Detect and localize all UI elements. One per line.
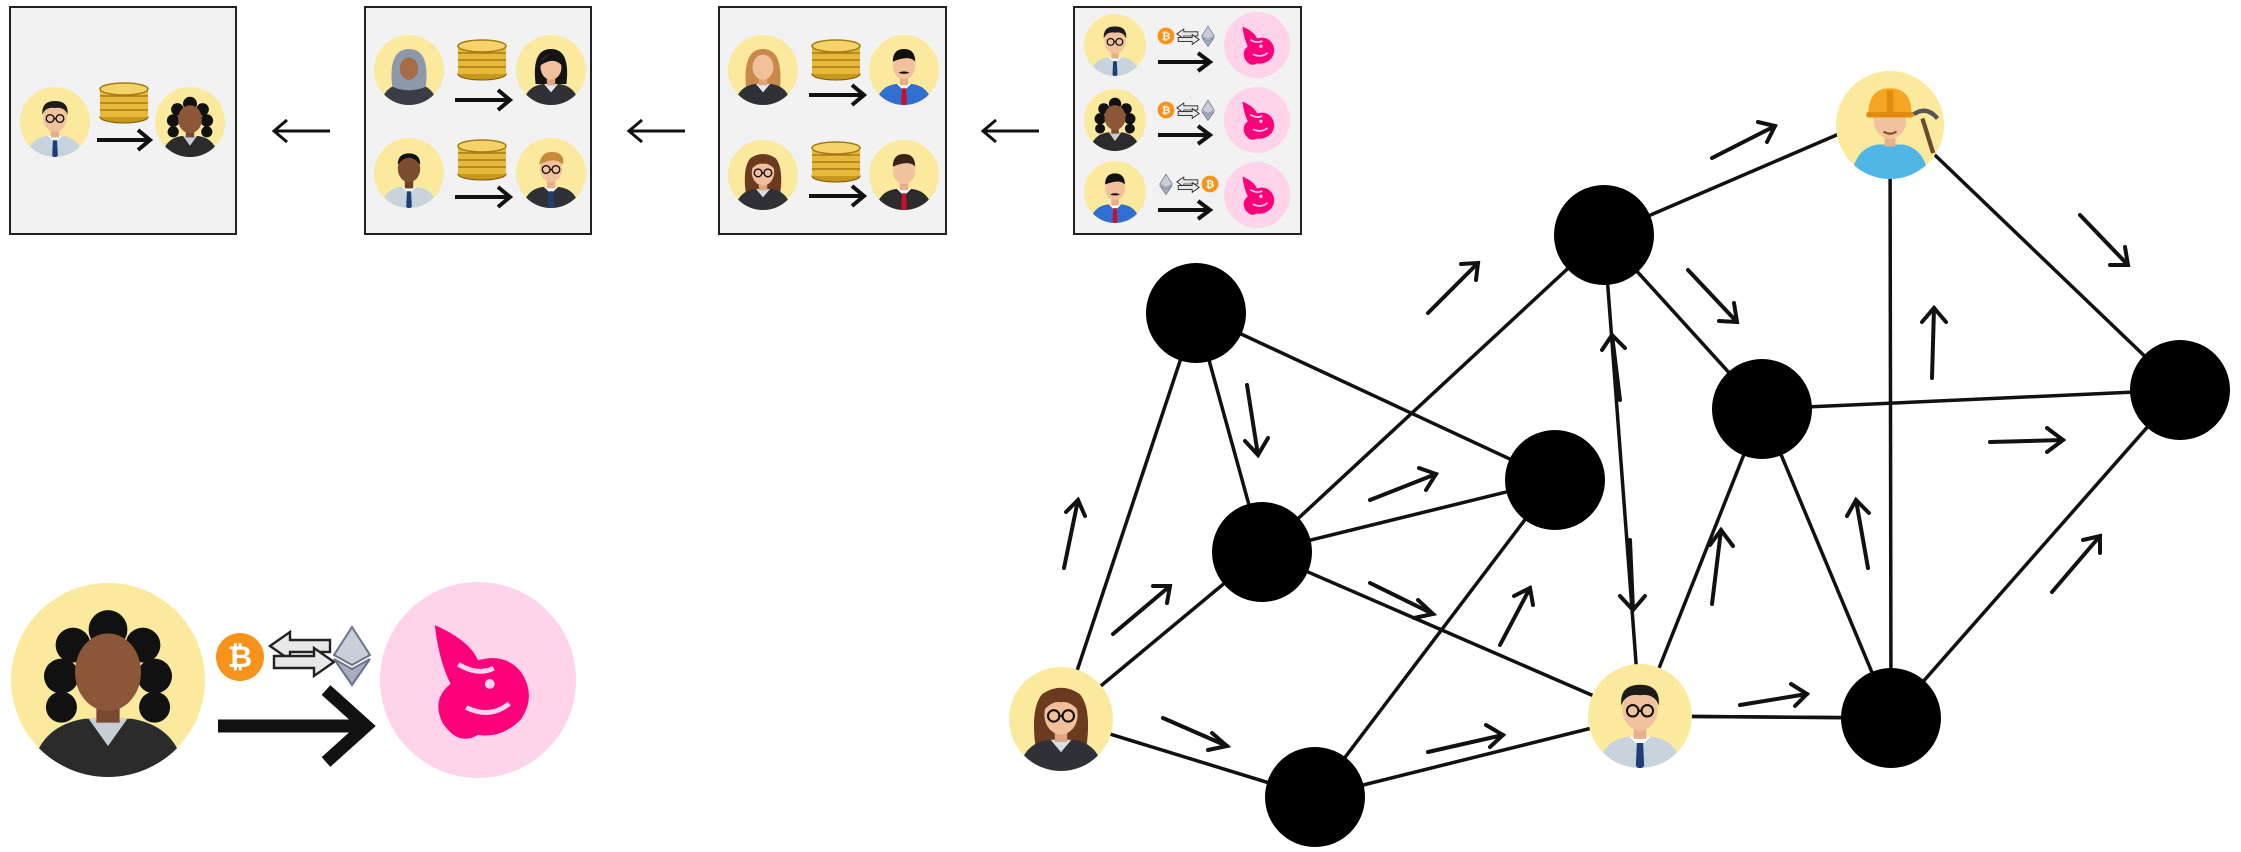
arrow-icon xyxy=(980,118,1039,144)
arrow-icon xyxy=(1243,383,1270,459)
network-node xyxy=(1712,359,1812,459)
coin-stack-icon xyxy=(811,141,861,183)
network-node xyxy=(1146,263,1246,363)
arrow-icon xyxy=(626,118,685,144)
network-node xyxy=(1212,502,1312,602)
arrow-icon xyxy=(2078,213,2131,267)
transaction-box-2 xyxy=(364,6,592,235)
arrow-icon xyxy=(1161,716,1232,752)
flow-arrows xyxy=(1062,120,2131,754)
uniswap-unicorn-icon xyxy=(1223,11,1291,79)
network-node xyxy=(1265,747,1365,847)
arrow-icon xyxy=(1368,466,1440,502)
arrow-icon xyxy=(1920,304,1948,380)
bitcoin-icon xyxy=(1157,101,1175,119)
arrow-icon xyxy=(2050,533,2102,594)
user-avatar-icon xyxy=(1588,664,1692,770)
transaction-box-4 xyxy=(1073,6,1302,235)
transaction-box-1 xyxy=(9,6,237,235)
arrow-icon xyxy=(1426,723,1507,754)
swap-arrows-icon xyxy=(268,630,336,678)
coin-stack-icon xyxy=(457,39,507,81)
network-graph xyxy=(1009,71,2230,847)
transaction-box-3 xyxy=(718,6,947,235)
uniswap-unicorn-icon xyxy=(380,582,576,778)
arrow-icon xyxy=(1498,585,1535,647)
arrow-icon xyxy=(1426,260,1481,315)
network-node xyxy=(1841,668,1941,768)
arrow-icon xyxy=(1062,496,1087,570)
user-avatar-icon xyxy=(11,583,205,781)
uniswap-unicorn-icon xyxy=(1223,161,1291,229)
network-node xyxy=(2130,340,2230,440)
uniswap-unicorn-icon xyxy=(1223,86,1291,154)
arrow-icon xyxy=(1600,331,1627,402)
arrow-icon xyxy=(1708,526,1735,606)
ethereum-icon xyxy=(333,626,371,686)
network-node xyxy=(1554,185,1654,285)
coin-stack-icon xyxy=(811,39,861,81)
arrow-icon xyxy=(1738,682,1811,708)
bitcoin-icon xyxy=(216,633,264,681)
coin-stack-icon xyxy=(457,139,507,181)
network-nodes xyxy=(1146,185,2230,847)
bitcoin-icon xyxy=(1201,175,1219,193)
arrow-icon xyxy=(1111,584,1173,636)
arrow-icon xyxy=(271,118,330,144)
miner-icon xyxy=(1836,71,1944,181)
arrow-icon xyxy=(1988,426,2067,454)
user-avatar-icon xyxy=(1009,667,1113,773)
swap-illustration xyxy=(11,582,576,781)
arrow-icon xyxy=(1845,496,1871,570)
arrow-icon xyxy=(1618,538,1647,614)
network-node xyxy=(1505,430,1605,530)
arrow-icon xyxy=(1686,268,1740,325)
arrow-icon xyxy=(1368,581,1438,620)
bitcoin-icon xyxy=(1157,27,1175,45)
coin-stack-icon xyxy=(99,82,149,124)
arrow-icon xyxy=(1710,120,1778,160)
